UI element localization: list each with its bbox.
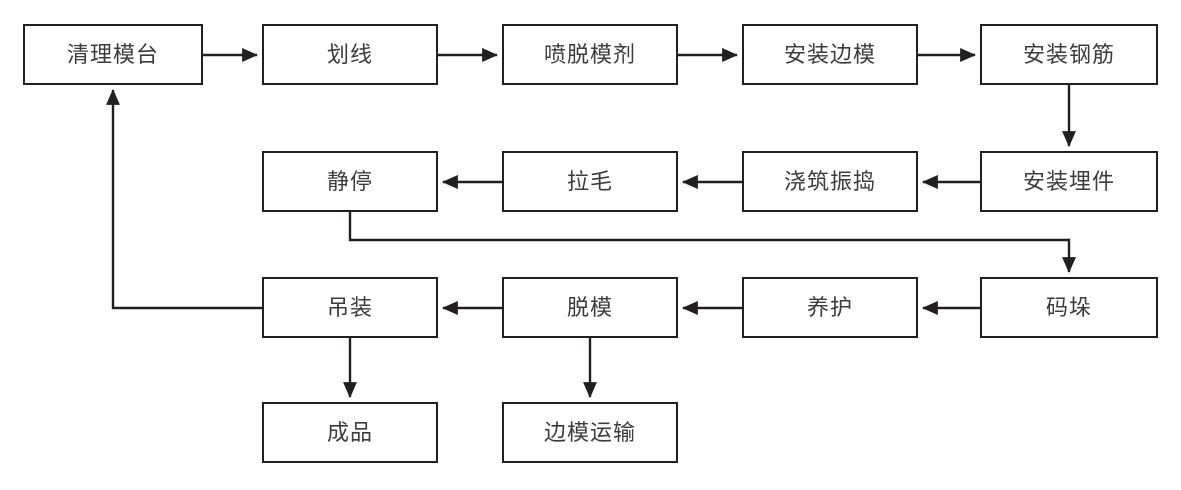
node-label: 脱模 [566, 294, 613, 320]
node-label: 静停 [326, 168, 373, 194]
node-anzhuanggangjin[interactable]: 安装钢筋 [980, 24, 1158, 85]
node-diaozhuang[interactable]: 吊装 [262, 277, 438, 338]
node-label: 成品 [326, 419, 373, 445]
node-label: 浇筑振捣 [783, 168, 876, 194]
node-label: 清理模台 [66, 41, 159, 67]
node-label: 安装钢筋 [1022, 41, 1115, 67]
node-bianmoyunshu[interactable]: 边模运输 [502, 402, 678, 463]
node-label: 喷脱模剂 [543, 41, 636, 67]
node-label: 划线 [326, 41, 373, 67]
node-qinglimotai[interactable]: 清理模台 [23, 24, 203, 85]
node-tuomo[interactable]: 脱模 [502, 277, 678, 338]
node-jingting[interactable]: 静停 [262, 151, 438, 212]
node-label: 养护 [806, 294, 853, 320]
node-jiaozhuzhendao[interactable]: 浇筑振捣 [742, 151, 918, 212]
node-chengpin[interactable]: 成品 [262, 402, 438, 463]
node-maduo[interactable]: 码垛 [980, 277, 1158, 338]
node-pentuomoji[interactable]: 喷脱模剂 [502, 24, 678, 85]
node-label: 安装埋件 [1022, 168, 1115, 194]
node-huaxian[interactable]: 划线 [262, 24, 438, 85]
node-anzhuangmaijian[interactable]: 安装埋件 [980, 151, 1158, 212]
node-yanghu[interactable]: 养护 [742, 277, 918, 338]
node-label: 边模运输 [543, 419, 636, 445]
node-label: 拉毛 [566, 168, 613, 194]
node-label: 吊装 [326, 294, 373, 320]
node-label: 安装边模 [783, 41, 876, 67]
node-lamao[interactable]: 拉毛 [502, 151, 678, 212]
node-anzhuangbianmo[interactable]: 安装边模 [742, 24, 918, 85]
node-label: 码垛 [1045, 294, 1092, 320]
